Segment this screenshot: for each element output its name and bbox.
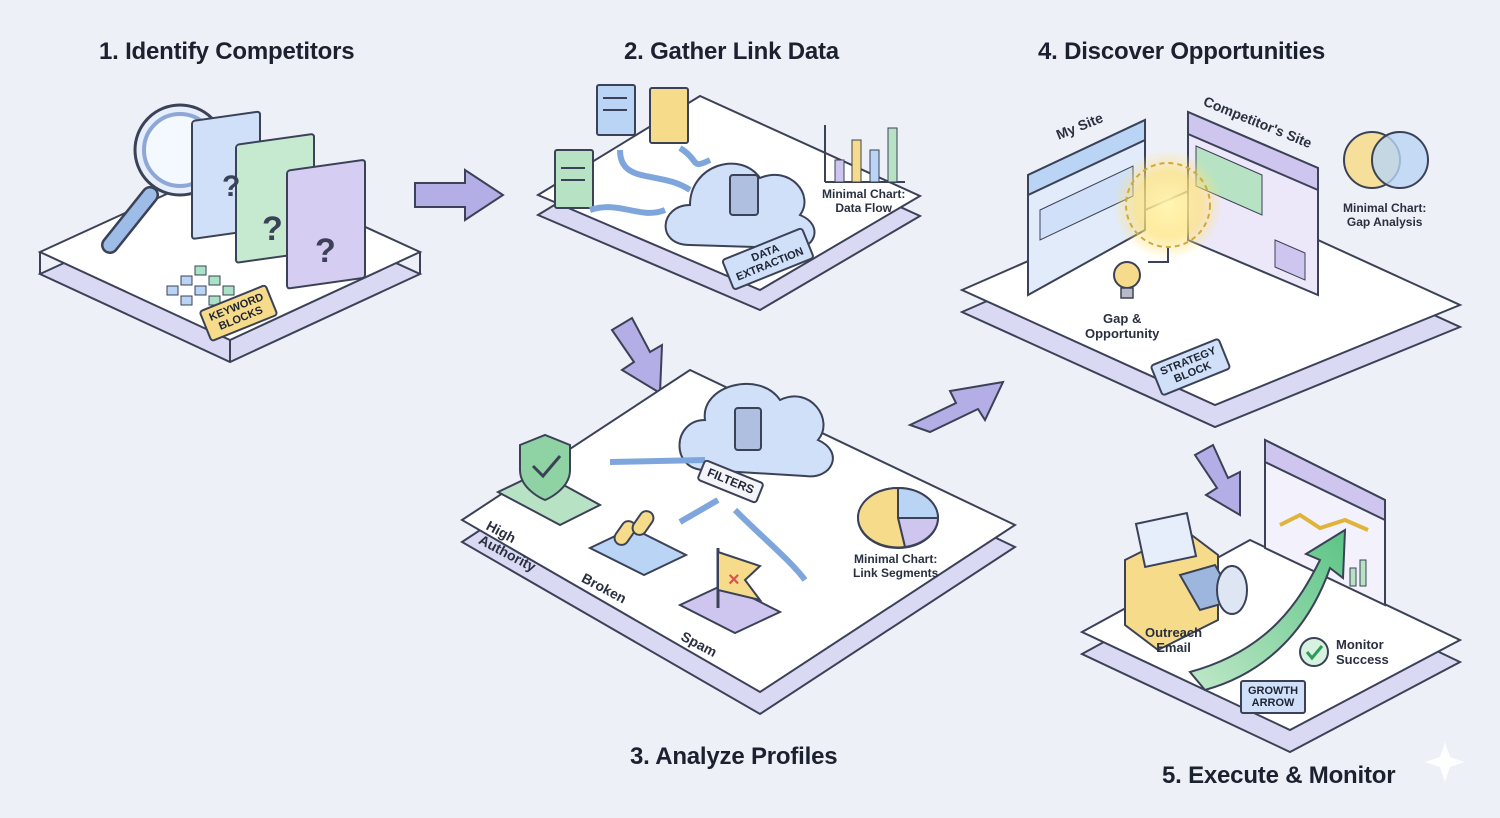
competitor-site-window bbox=[1187, 110, 1319, 297]
cloud-database-icon bbox=[664, 162, 816, 250]
link-segments-chart-label-line-1: Minimal Chart: bbox=[854, 552, 938, 566]
my-site-window bbox=[1027, 118, 1146, 297]
shield-check-icon bbox=[495, 433, 603, 527]
data-flow-chart-icon bbox=[824, 125, 905, 183]
platform-step-3 bbox=[460, 368, 1018, 716]
step-4-title: 4. Discover Opportunities bbox=[1038, 38, 1326, 65]
step-1-title: 1. Identify Competitors bbox=[99, 38, 355, 65]
link-segments-chart-label-line-2: Link Segments bbox=[853, 565, 939, 580]
data-flow-chart-label-line-2: Data Flow bbox=[835, 200, 892, 215]
growth-arrow-tag: GROWTH ARROW bbox=[1240, 680, 1307, 715]
gap-opportunity-label-line-1: Gap & bbox=[1103, 311, 1142, 326]
growth-arrow-icon bbox=[1188, 528, 1347, 692]
data-flow-chart-label-line-1: Minimal Chart: bbox=[822, 187, 906, 201]
gap-analysis-chart-label-line-1: Minimal Chart: bbox=[1343, 201, 1427, 215]
step-2-title: 2. Gather Link Data bbox=[624, 38, 839, 65]
svg-text:×: × bbox=[728, 569, 740, 591]
venn-diagram-icon bbox=[1343, 131, 1429, 189]
check-circle-icon bbox=[1299, 637, 1329, 667]
monitor-success-label-line-1: Monitor bbox=[1336, 637, 1384, 652]
growth-arrow-tag-line-1: GROWTH bbox=[1248, 685, 1299, 697]
spam-flag-icon: × bbox=[677, 548, 783, 635]
gap-analysis-chart-label-line-2: Gap Analysis bbox=[1346, 214, 1423, 229]
link-segments-chart-label: Minimal Chart: Link Segments bbox=[853, 552, 939, 581]
data-flow-arrows bbox=[589, 145, 712, 216]
outreach-email-label-line-2: Email bbox=[1156, 639, 1191, 655]
gap-glow-icon bbox=[1113, 150, 1223, 260]
envelope-icon bbox=[1124, 511, 1219, 652]
svg-text:?: ? bbox=[262, 210, 283, 248]
step-3-title: 3. Analyze Profiles bbox=[630, 743, 838, 770]
step-5-title: 5. Execute & Monitor bbox=[1162, 762, 1396, 789]
pie-chart-icon bbox=[856, 486, 940, 549]
monitor-success-label: Monitor Success bbox=[1336, 637, 1389, 668]
outreach-email-label-line-1: Outreach bbox=[1145, 625, 1203, 640]
gap-opportunity-label-line-2: Opportunity bbox=[1085, 325, 1160, 341]
gap-opportunity-label: Gap & Opportunity bbox=[1085, 311, 1160, 342]
growth-arrow-tag-line-2: ARROW bbox=[1251, 697, 1295, 710]
dashboard-window bbox=[1264, 438, 1386, 607]
filter-branch-arrows bbox=[609, 457, 808, 582]
svg-text:?: ? bbox=[315, 232, 336, 270]
monitor-success-label-line-2: Success bbox=[1336, 651, 1389, 667]
outreach-email-label: Outreach Email bbox=[1145, 625, 1203, 656]
lightbulb-icon bbox=[1113, 248, 1169, 299]
data-flow-chart-label: Minimal Chart: Data Flow bbox=[822, 187, 906, 216]
arrow-step1-to-step2 bbox=[414, 168, 505, 222]
sparkle-icon bbox=[1425, 742, 1465, 782]
cloud-database-icon-2 bbox=[678, 383, 834, 478]
document-icons bbox=[554, 84, 689, 209]
arrow-step3-to-step4 bbox=[907, 380, 1005, 434]
svg-text:?: ? bbox=[222, 170, 240, 203]
arrow-step2-to-step3 bbox=[610, 316, 664, 395]
megaphone-icon bbox=[1178, 563, 1248, 615]
keyword-cubes-icon bbox=[166, 265, 235, 306]
arrow-step4-to-step5 bbox=[1193, 443, 1241, 517]
browser-window-purple-icon: ? bbox=[286, 159, 366, 290]
broken-link-icon bbox=[587, 510, 689, 577]
gap-analysis-chart-label: Minimal Chart: Gap Analysis bbox=[1343, 201, 1427, 230]
